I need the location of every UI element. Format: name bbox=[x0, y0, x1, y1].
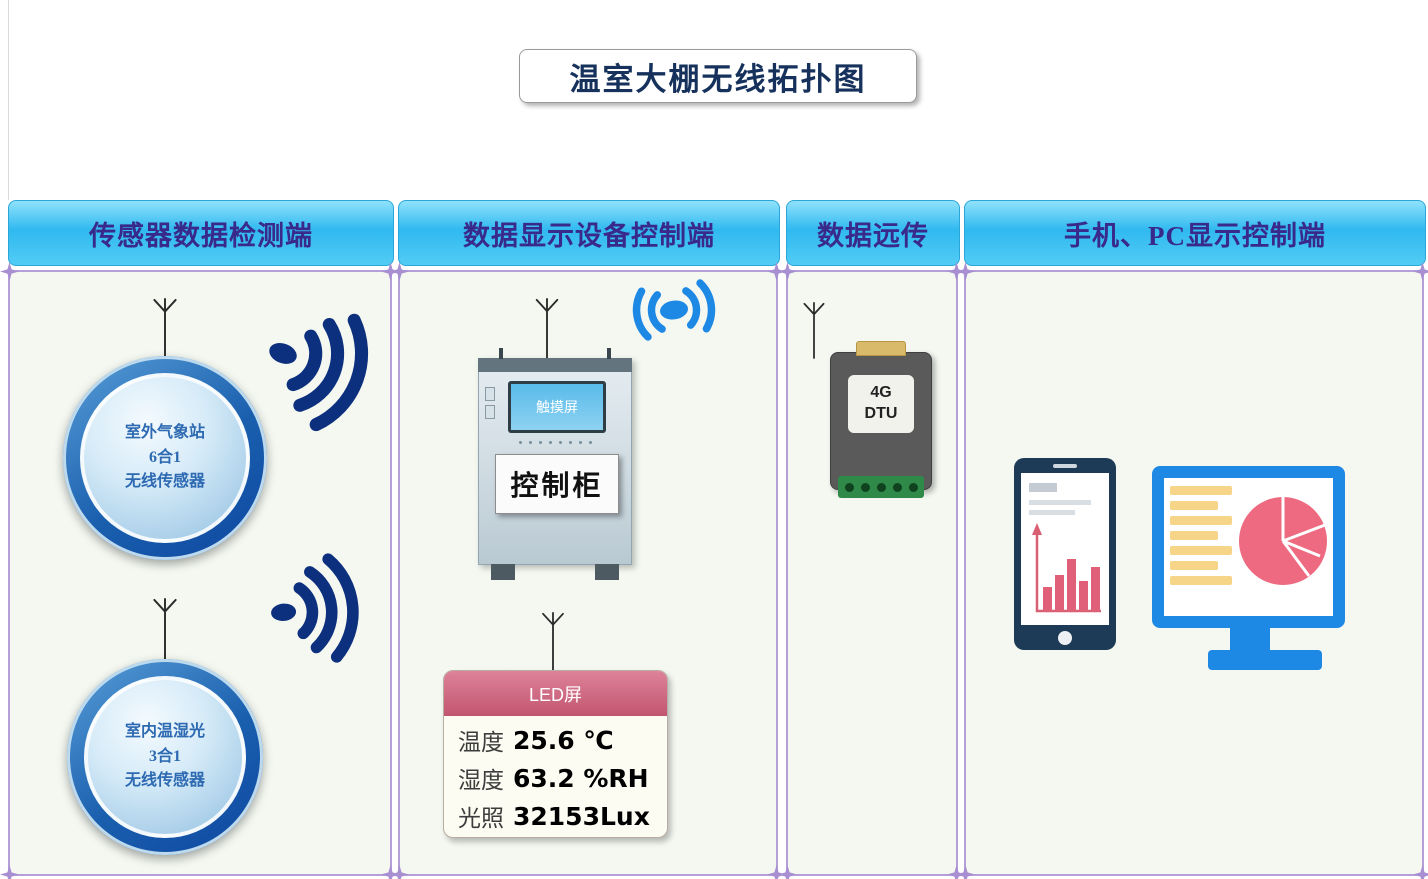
cabinet-pin-icon bbox=[499, 348, 503, 359]
antenna-icon bbox=[803, 302, 825, 359]
humidity-value: 63.2 %RH bbox=[513, 763, 649, 793]
wireless-signal-icon bbox=[271, 553, 359, 663]
cabinet-nameplate-text: 控制柜 bbox=[510, 471, 604, 502]
antenna-icon bbox=[153, 598, 177, 661]
phone-text-line bbox=[1029, 510, 1075, 515]
outdoor-sensor-node: 室外气象站 6合1 无线传感器 bbox=[63, 356, 267, 560]
monitor-screen bbox=[1164, 478, 1333, 616]
indoor-sensor-line1: 室内温湿光 bbox=[124, 722, 205, 740]
column-header-remote: 数据远传 bbox=[786, 200, 960, 266]
indoor-sensor-node: 室内温湿光 3合1 无线传感器 bbox=[67, 659, 263, 855]
corner-star-icon bbox=[767, 865, 786, 879]
column-header-sensors: 传感器数据检测端 bbox=[8, 200, 394, 266]
diagram-title-text: 温室大棚无线拓扑图 bbox=[569, 61, 867, 97]
led-display-panel: LED屏 温度 25.6 ℃ 湿度 63.2 %RH 光照 32153Lux bbox=[443, 670, 668, 838]
dtu-nameplate: 4G DTU bbox=[848, 375, 914, 433]
monitor-text-bar bbox=[1170, 561, 1218, 570]
outdoor-sensor-line3: 无线传感器 bbox=[124, 473, 205, 491]
indoor-sensor-line3: 无线传感器 bbox=[124, 772, 205, 790]
corner-star-icon bbox=[778, 865, 797, 879]
cabinet-leg bbox=[595, 564, 619, 580]
column-header-display-control-label: 数据显示设备控制端 bbox=[463, 220, 715, 251]
canvas-edge-line bbox=[8, 0, 9, 200]
led-panel-title: LED屏 bbox=[528, 684, 582, 705]
touchscreen: 触摸屏 bbox=[508, 381, 606, 433]
led-row-temperature: 温度 25.6 ℃ bbox=[458, 721, 655, 759]
monitor-text-bar bbox=[1170, 576, 1232, 585]
column-header-clients: 手机、PC显示控制端 bbox=[964, 200, 1426, 266]
column-header-remote-label: 数据远传 bbox=[817, 220, 929, 251]
antenna-icon bbox=[153, 298, 177, 361]
column-header-clients-label: 手机、PC显示控制端 bbox=[1064, 220, 1326, 251]
phone-screen bbox=[1021, 473, 1109, 625]
diagram-title: 温室大棚无线拓扑图 bbox=[519, 49, 917, 103]
phone-text-block bbox=[1029, 483, 1057, 492]
cabinet-leg bbox=[491, 564, 515, 580]
monitor-text-bar bbox=[1170, 546, 1232, 555]
dtu-terminal-block bbox=[838, 476, 924, 498]
transmit-signal-icon bbox=[632, 279, 716, 341]
outdoor-sensor-line2: 6合1 bbox=[148, 448, 181, 466]
phone-bar-chart-icon bbox=[1032, 523, 1101, 613]
monitor-pie-chart-icon bbox=[1239, 497, 1327, 585]
dtu-line1: 4G bbox=[870, 384, 892, 402]
led-row-light: 光照 32153Lux bbox=[458, 797, 655, 835]
column-header-display-control: 数据显示设备控制端 bbox=[398, 200, 780, 266]
led-readings: 温度 25.6 ℃ 湿度 63.2 %RH 光照 32153Lux bbox=[444, 716, 667, 835]
humidity-label: 湿度 bbox=[458, 768, 504, 793]
antenna-icon bbox=[542, 612, 564, 671]
control-cabinet: 触摸屏 控制柜 bbox=[478, 348, 632, 580]
monitor-text-bar bbox=[1170, 531, 1218, 540]
cabinet-vent bbox=[485, 405, 495, 419]
wireless-signal-icon bbox=[269, 313, 369, 432]
phone-text-line bbox=[1029, 500, 1091, 505]
cabinet-pin-icon bbox=[607, 348, 611, 359]
outdoor-sensor-line1: 室外气象站 bbox=[124, 423, 205, 441]
dtu-connector-tab bbox=[856, 341, 906, 356]
cabinet-nameplate: 控制柜 bbox=[495, 454, 619, 514]
corner-star-icon bbox=[0, 865, 19, 879]
indoor-sensor-label: 室内温湿光 3合1 无线传感器 bbox=[84, 676, 246, 838]
cabinet-vent bbox=[485, 387, 495, 401]
light-value: 32153Lux bbox=[513, 801, 650, 831]
corner-star-icon bbox=[956, 865, 975, 879]
touchscreen-label: 触摸屏 bbox=[536, 401, 578, 416]
antenna-icon bbox=[535, 298, 559, 359]
cabinet-dots bbox=[479, 441, 631, 444]
phone-speaker bbox=[1053, 464, 1077, 468]
temperature-value: 25.6 ℃ bbox=[513, 725, 614, 755]
indoor-sensor-line2: 3合1 bbox=[148, 747, 181, 765]
monitor-stand-base bbox=[1208, 650, 1322, 670]
monitor-stand-neck bbox=[1230, 628, 1270, 652]
light-label: 光照 bbox=[458, 806, 504, 831]
led-panel-header: LED屏 bbox=[444, 671, 667, 716]
temperature-label: 温度 bbox=[458, 730, 504, 755]
column-header-sensors-label: 传感器数据检测端 bbox=[89, 220, 313, 251]
phone-home-button bbox=[1058, 631, 1072, 645]
pc-monitor bbox=[1152, 466, 1345, 628]
outdoor-sensor-label: 室外气象站 6合1 无线传感器 bbox=[80, 373, 250, 543]
smartphone bbox=[1014, 458, 1116, 650]
corner-star-icon bbox=[1413, 865, 1428, 879]
dtu-device: 4G DTU bbox=[830, 341, 932, 498]
cabinet-top-strip bbox=[478, 358, 632, 372]
corner-star-icon bbox=[390, 865, 409, 879]
led-row-humidity: 湿度 63.2 %RH bbox=[458, 759, 655, 797]
monitor-text-bar bbox=[1170, 486, 1232, 495]
dtu-line2: DTU bbox=[864, 405, 898, 422]
monitor-text-bar bbox=[1170, 501, 1218, 510]
monitor-text-bar bbox=[1170, 516, 1232, 525]
